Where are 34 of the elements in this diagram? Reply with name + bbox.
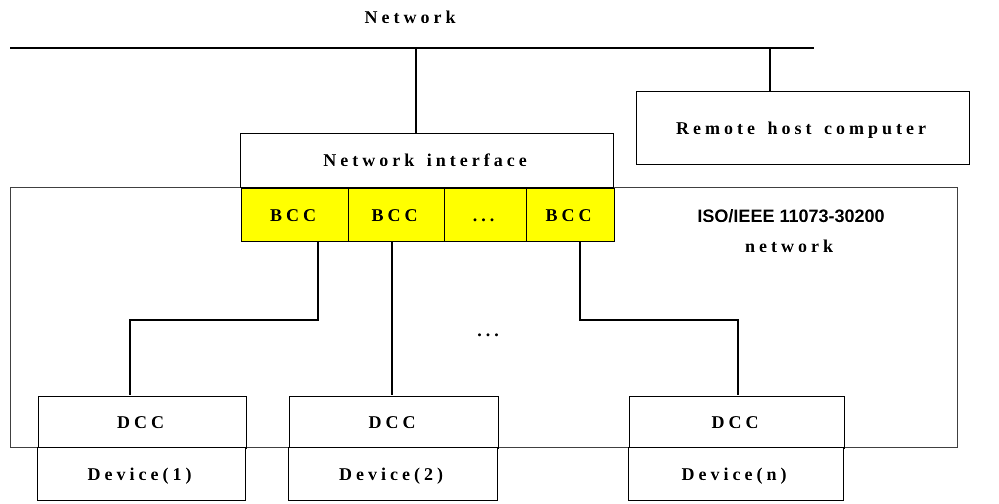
node-label: Device(1)	[88, 464, 196, 484]
node-label: Device(2)	[339, 464, 447, 484]
bcc-cell	[526, 188, 615, 242]
ellipsis-label: ...	[476, 318, 504, 342]
process-box	[629, 396, 845, 449]
process-box	[636, 91, 970, 165]
node-label: DCC	[117, 412, 168, 433]
node-label: DCC	[712, 412, 762, 433]
process-box	[289, 396, 499, 449]
process-box	[240, 133, 614, 188]
process-box	[38, 396, 247, 449]
bus-label: Network	[364, 7, 460, 28]
node-label: BCC	[545, 204, 596, 226]
node-label: DCC	[368, 412, 420, 433]
connector-line	[579, 241, 739, 395]
process-box	[37, 447, 246, 501]
connector-line	[129, 241, 319, 395]
bcc-cell	[444, 188, 527, 242]
connector-line	[769, 49, 771, 91]
bcc-cell	[241, 188, 349, 242]
connector-line	[415, 49, 417, 133]
connector-line	[391, 241, 393, 395]
bcc-cell	[348, 188, 445, 242]
node-label: Device(n)	[682, 464, 790, 484]
node-label: BCC	[270, 204, 320, 226]
node-label: Network interface	[323, 150, 531, 171]
node-label: ...	[472, 204, 498, 226]
network-label: network	[744, 236, 838, 257]
process-box	[288, 447, 498, 501]
standard-label: ISO/IEEE 11073-30200	[696, 206, 886, 227]
node-label: Remote host computer	[676, 118, 930, 138]
node-label: BCC	[371, 204, 422, 226]
network-boundary-box	[10, 187, 958, 448]
process-box	[628, 447, 844, 501]
